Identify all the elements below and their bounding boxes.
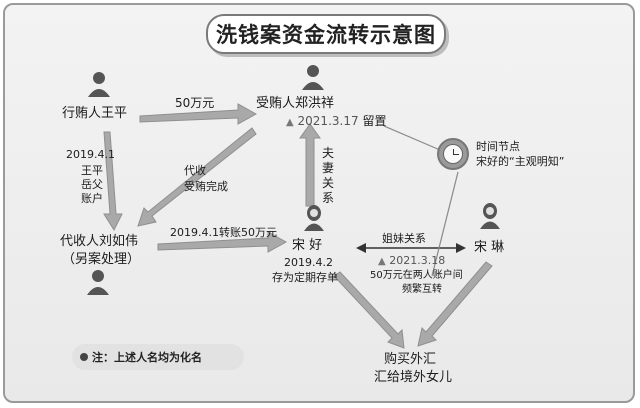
node-songlin: 宋 琳 bbox=[474, 240, 505, 255]
arrow-songhao-to-dest bbox=[333, 271, 405, 349]
clock-icon bbox=[437, 138, 469, 170]
sis-date-value: 2021.3.18 bbox=[389, 254, 446, 267]
label-sis-note2: 频繁互转 bbox=[402, 284, 442, 295]
arrow-songhao-to-bribee bbox=[299, 123, 321, 207]
title-box: 洗钱案资金流转示意图 bbox=[206, 14, 446, 54]
person-icon-songlin bbox=[480, 203, 500, 229]
label-bribe-done: 受贿完成 bbox=[184, 180, 228, 193]
line-time-to-bribee bbox=[383, 125, 441, 151]
label-sisters: 姐妹关系 bbox=[382, 232, 426, 245]
triangle-icon: ▲ bbox=[378, 256, 386, 267]
arrow-agent-to-songhao bbox=[157, 231, 288, 253]
footnote-text: 注：上述人名均为化名 bbox=[92, 351, 202, 364]
knowing-prefix: 宋好的 bbox=[476, 155, 509, 168]
node-bribee: 受贿人郑洪祥 bbox=[256, 96, 335, 111]
label-sis-note1: 50万元在两人账户间 bbox=[370, 270, 463, 281]
label-in-law-account: 王平岳父账户 bbox=[81, 164, 103, 205]
node-agent-note: （另案处理） bbox=[62, 252, 141, 267]
diagram-title: 洗钱案资金流转示意图 bbox=[216, 23, 436, 47]
label-songhao-date: 2019.4.2 bbox=[284, 256, 333, 269]
label-spouse: 夫妻关系 bbox=[321, 146, 334, 205]
node-songhao: 宋 好 bbox=[292, 238, 323, 253]
arrow-briber-to-agent bbox=[103, 131, 123, 232]
person-icon-agent bbox=[87, 270, 109, 295]
footnote: 注：上述人名均为化名 bbox=[72, 344, 244, 370]
node-dest-line2: 汇给境外女儿 bbox=[374, 370, 453, 385]
bribee-date-suffix: 留置 bbox=[362, 114, 387, 128]
label-date-2019-4-1: 2019.4.1 bbox=[66, 148, 115, 161]
diagram-frame bbox=[3, 3, 635, 403]
label-amount: 50万元 bbox=[175, 96, 215, 110]
label-sis-date: ▲ 2021.3.18 bbox=[378, 254, 445, 269]
label-bribee-date: ▲ 2021.3.17 留置 bbox=[286, 114, 386, 130]
label-knowing: 宋好的“主观明知” bbox=[476, 155, 564, 169]
label-deposit: 存为定期存单 bbox=[272, 271, 338, 284]
label-collect: 代收 bbox=[184, 164, 206, 177]
line-time-to-sis bbox=[431, 171, 459, 277]
bribee-date-value: 2021.3.17 bbox=[297, 114, 359, 128]
arrow-bribee-to-agent bbox=[137, 127, 257, 227]
knowing-quote: “主观明知” bbox=[509, 155, 565, 168]
person-icon-bribee bbox=[302, 65, 324, 90]
triangle-icon: ▲ bbox=[286, 117, 294, 128]
label-time-node: 时间节点 bbox=[476, 140, 520, 153]
arrow-sisters bbox=[356, 243, 466, 253]
arrow-briber-to-bribee bbox=[139, 103, 258, 125]
label-transfer: 2019.4.1转账50万元 bbox=[170, 226, 277, 239]
person-icon-briber bbox=[88, 72, 110, 97]
arrow-songlin-to-dest bbox=[417, 261, 493, 347]
node-agent: 代收人刘如伟 bbox=[60, 234, 139, 249]
node-briber: 行贿人王平 bbox=[62, 106, 128, 121]
node-dest-line1: 购买外汇 bbox=[384, 352, 437, 367]
bullet-icon bbox=[80, 353, 88, 361]
person-icon-songhao bbox=[304, 205, 324, 231]
